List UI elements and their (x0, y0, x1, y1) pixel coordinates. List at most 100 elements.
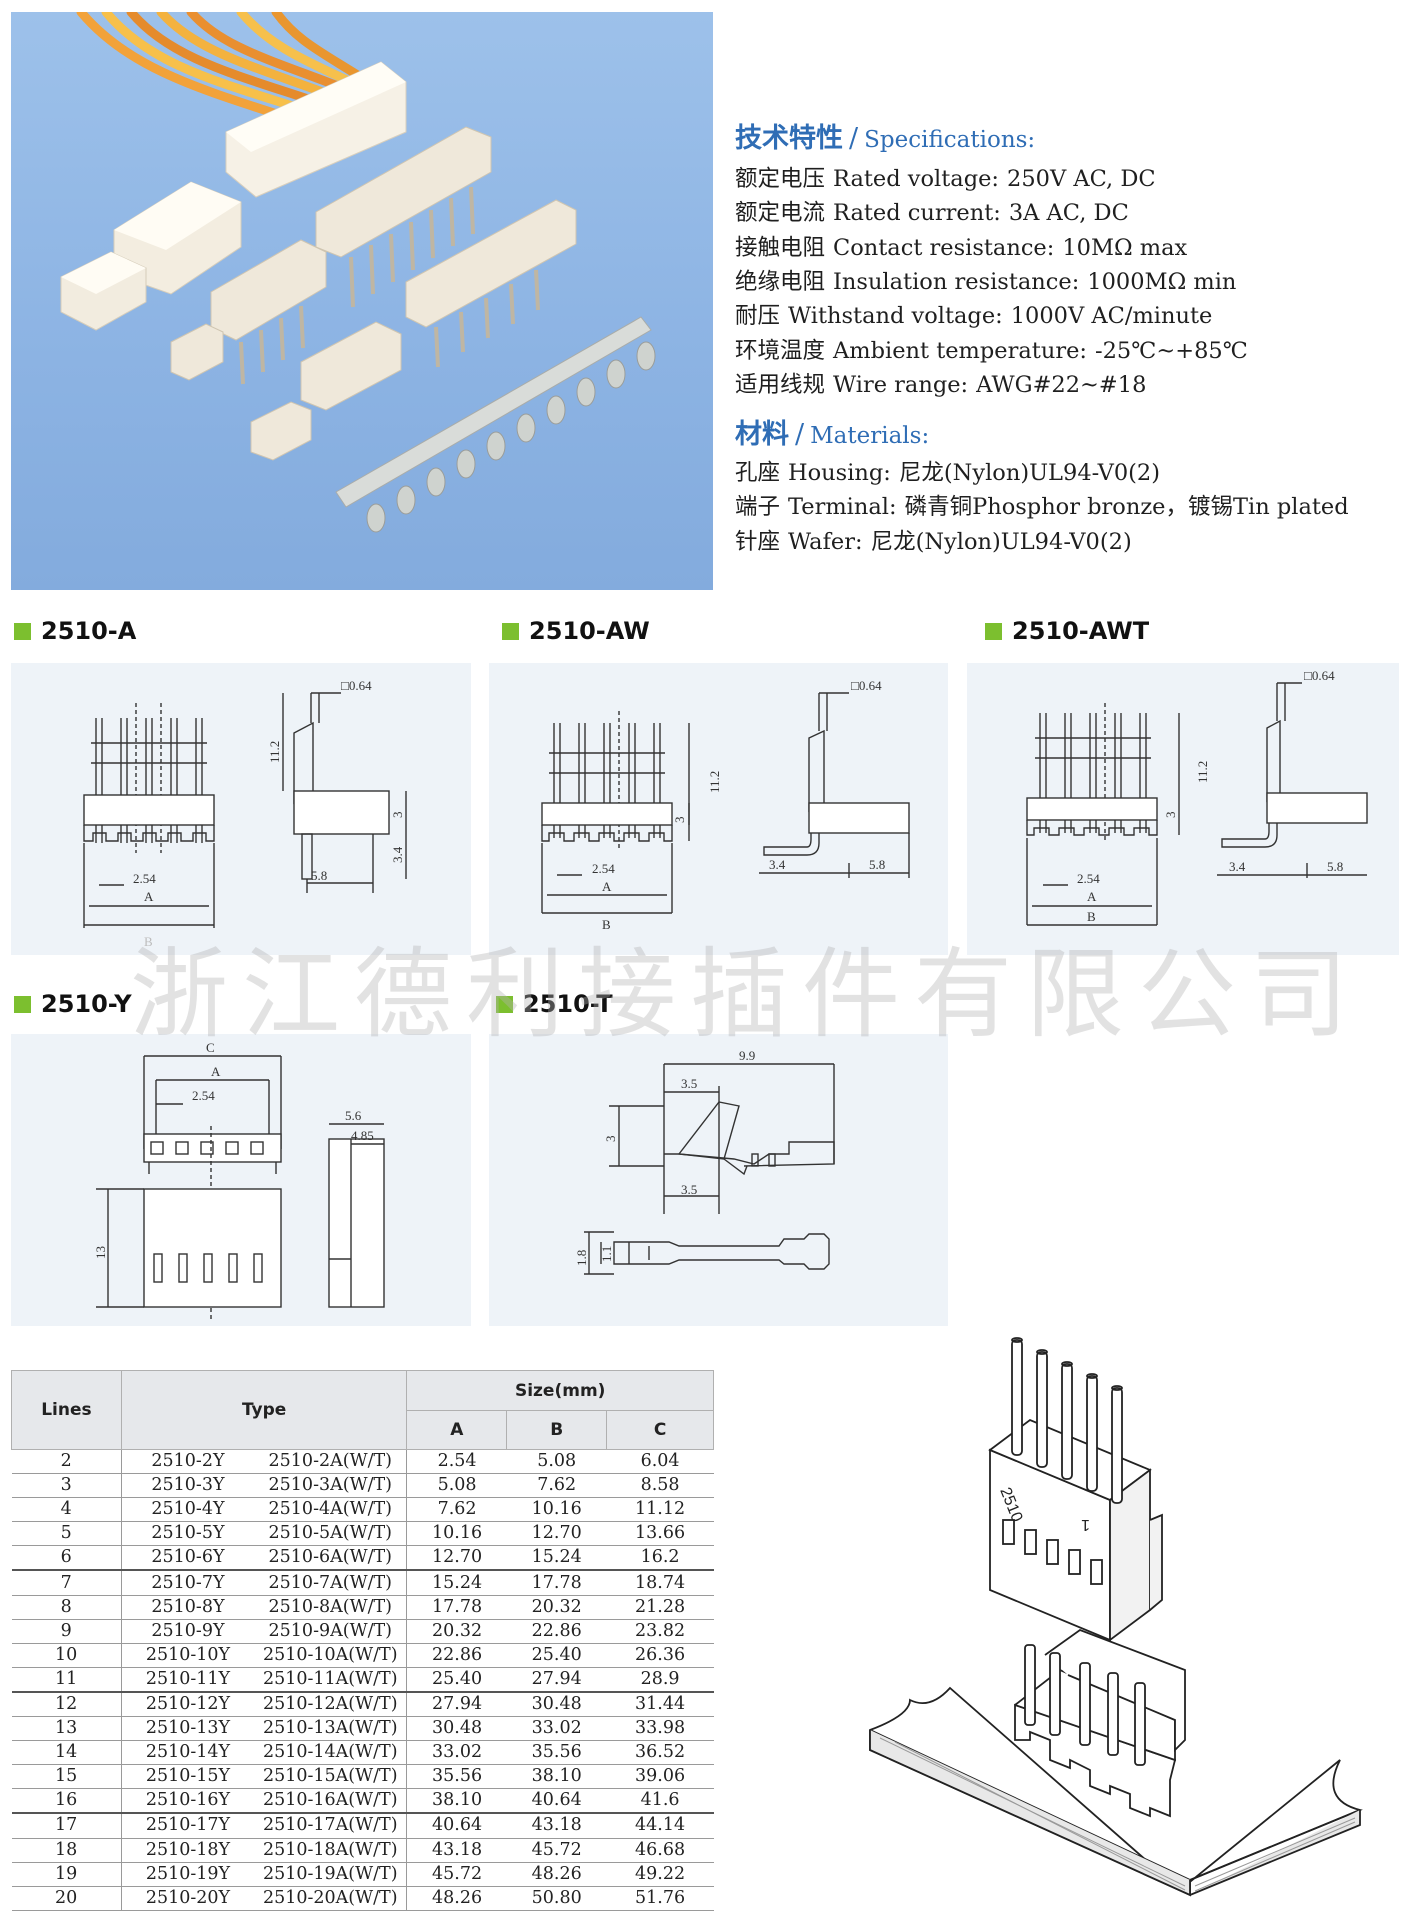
header-lines: Lines (11, 1370, 122, 1450)
cell-b: 25.40 (506, 1643, 607, 1668)
cell-y: 2510-13Y (120, 1716, 255, 1742)
dim-a: A (211, 1064, 221, 1079)
cell-b: 35.56 (506, 1740, 607, 1766)
dim-pin: □0.64 (341, 678, 372, 693)
dim-d2: 1.1 (599, 1246, 614, 1262)
cell-a-type: 2510-4A(W/T) (254, 1497, 407, 1523)
drawing-2510-a: A B 2.54 □0.64 11.2 3 3.4 5.8 (11, 663, 471, 955)
cell-a-type: 2510-18A(W/T) (254, 1838, 407, 1863)
cell-b: 45.72 (506, 1838, 607, 1863)
cell-a-type: 2510-16A(W/T) (254, 1788, 407, 1815)
dim-pin: □0.64 (1304, 668, 1335, 683)
dim-h2: 3 (390, 812, 405, 819)
materials-cn: 端子 (735, 494, 781, 521)
dim-b: B (602, 917, 611, 932)
isometric-connector-drawing: 2510 1 (840, 1320, 1400, 1910)
specs-cn: 环境温度 (735, 337, 826, 364)
cell-a: 7.62 (406, 1497, 507, 1523)
dim-w1: 5.6 (345, 1108, 362, 1123)
specs-value: 10MΩ max (1062, 234, 1188, 261)
cell-y: 2510-9Y (120, 1619, 255, 1644)
cell-c: 18.74 (606, 1570, 714, 1596)
drawing-2510-aw: A B 2.54 11.2 3 □0.64 3.4 5.8 (489, 663, 948, 955)
cell-lines: 11 (11, 1667, 122, 1693)
drawing-2510-awt: A B 2.54 11.2 3 □0.64 3.4 5.8 (967, 663, 1399, 955)
product-photo (11, 12, 713, 590)
materials-heading-cn: 材料 (735, 419, 789, 450)
specs-value: AWG#22~#18 (976, 371, 1147, 398)
dim-h: 3 (603, 1136, 618, 1143)
cell-lines: 13 (11, 1716, 122, 1742)
header-c: C (606, 1410, 714, 1450)
cell-a-type: 2510-7A(W/T) (254, 1570, 407, 1596)
specs-cn: 耐压 (735, 303, 781, 330)
cell-lines: 19 (11, 1862, 122, 1887)
header-type: Type (120, 1370, 408, 1450)
dim-w2: 5.8 (1327, 859, 1343, 874)
cell-y: 2510-15Y (120, 1764, 255, 1790)
cell-c: 36.52 (606, 1740, 714, 1766)
cell-lines: 7 (11, 1570, 122, 1596)
cell-c: 28.9 (606, 1667, 714, 1693)
specs-heading: 技术特性/Specifications: (735, 123, 1036, 154)
dim-w1: 3.4 (769, 857, 786, 872)
cell-a: 2.54 (406, 1449, 507, 1475)
cell-c: 8.58 (606, 1473, 714, 1499)
cell-c: 23.82 (606, 1619, 714, 1644)
cell-b: 40.64 (506, 1788, 607, 1815)
materials-cn: 针座 (735, 528, 781, 555)
materials-en: Wafer: (788, 528, 863, 555)
specs-en: Insulation resistance: (833, 268, 1080, 295)
cell-lines: 10 (11, 1643, 122, 1668)
cell-b: 17.78 (506, 1570, 607, 1596)
cell-lines: 12 (11, 1691, 122, 1718)
panel-title-2510-t: 2510-T (496, 990, 613, 1018)
specs-en: Withstand voltage: (788, 303, 1003, 330)
cell-b: 43.18 (506, 1813, 607, 1839)
specs-cn: 额定电压 (735, 166, 826, 192)
cell-c: 21.28 (606, 1595, 714, 1620)
dim-pin: □0.64 (851, 678, 882, 693)
cell-a: 12.70 (406, 1545, 507, 1572)
specs-en: Ambient temperature: (833, 337, 1087, 364)
specs-en: Wire range: (833, 371, 969, 398)
dim-h2: 3 (1163, 812, 1178, 819)
cell-c: 51.76 (606, 1886, 714, 1911)
cell-c: 49.22 (606, 1862, 714, 1887)
dim-pitch: 2.54 (133, 871, 156, 886)
cell-c: 26.36 (606, 1643, 714, 1668)
dim-pitch: 2.54 (1077, 871, 1100, 886)
cell-c: 16.2 (606, 1545, 714, 1572)
dim-h3: 3.4 (390, 846, 405, 863)
dim-h1: 11.2 (1195, 761, 1210, 783)
specs-heading-en: Specifications: (864, 127, 1036, 153)
cell-a-type: 2510-6A(W/T) (254, 1545, 407, 1572)
header-size: Size(mm) (406, 1370, 714, 1411)
dim-h2: 3 (672, 817, 687, 824)
cell-a: 15.24 (406, 1570, 507, 1596)
iso-pin-mark: 1 (1081, 1516, 1090, 1533)
cell-lines: 4 (11, 1497, 122, 1523)
pins-front (91, 703, 207, 853)
panel-title-text: 2510-AWT (1012, 617, 1150, 645)
cell-a-type: 2510-9A(W/T) (254, 1619, 407, 1644)
dim-h1: 11.2 (707, 771, 722, 793)
specs-heading-cn: 技术特性 (735, 123, 843, 154)
dim-a: A (1087, 889, 1097, 904)
materials-cn: 孔座 (735, 460, 781, 486)
specs-value: 1000V AC/minute (1010, 303, 1213, 330)
cell-b: 33.02 (506, 1716, 607, 1742)
